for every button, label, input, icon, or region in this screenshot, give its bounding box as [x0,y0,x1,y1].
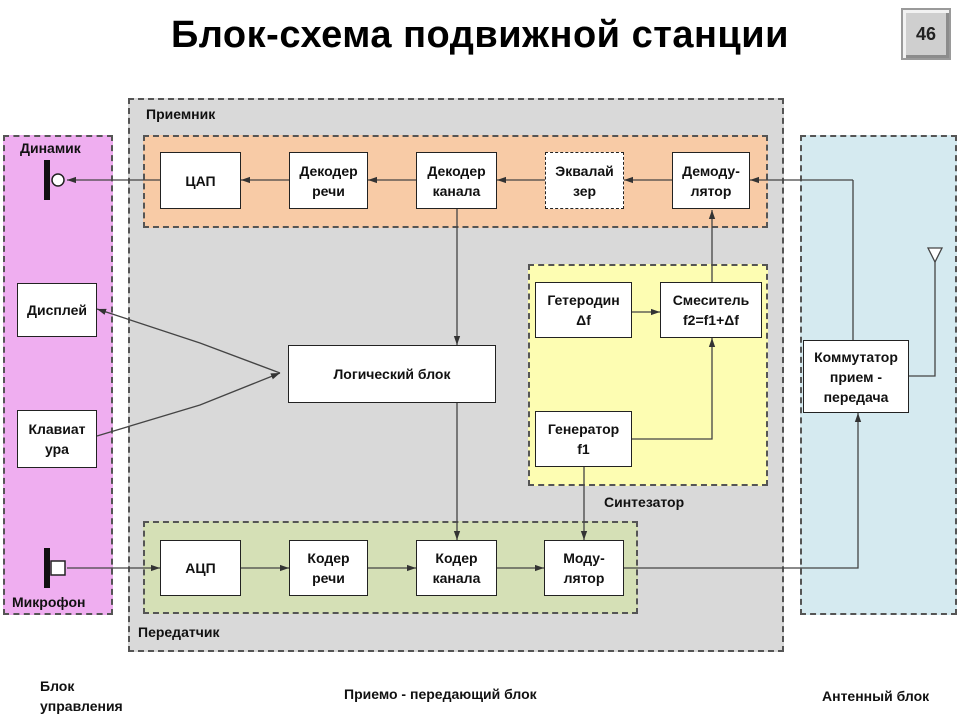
logic-block: Логический блок [288,345,496,403]
slide-number-badge: 46 [901,8,951,60]
microphone-icon [44,548,50,588]
local-oscillator-block: Гетеродин Δf [535,282,632,338]
equalizer-block: Эквалай зер [545,152,624,209]
adc-block: АЦП [160,540,241,596]
channel-decoder-block: Декодер канала [416,152,497,209]
antenna-block-label: Антенный блок [822,688,930,704]
microphone-label: Микрофон [12,594,86,610]
speech-decoder-block: Декодер речи [289,152,368,209]
speech-coder-block: Кодер речи [289,540,368,596]
speaker-label: Динамик [20,140,81,156]
modulator-block: Моду- лятор [544,540,624,596]
mixer-block: Смеситель f2=f1+Δf [660,282,762,338]
transceiver-block-label: Приемо - передающий блок [344,686,537,702]
switch-block: Коммутатор прием - передача [803,340,909,413]
transmitter-label: Передатчик [138,624,220,640]
slide-title: Блок-схема подвижной станции [170,14,790,56]
speaker-icon [44,160,50,200]
receiver-label: Приемник [146,106,216,122]
dac-block: ЦАП [160,152,241,209]
demodulator-block: Демоду- лятор [672,152,750,209]
synthesizer-label: Синтезатор [604,494,685,510]
display-block: Дисплей [17,283,97,337]
channel-coder-block: Кодер канала [416,540,497,596]
antenna-icon [926,247,944,264]
control-block-region [3,135,113,615]
generator-block: Генератор f1 [535,411,632,467]
control-block-label: Блок управления [40,678,123,714]
keyboard-block: Клавиат ура [17,410,97,468]
